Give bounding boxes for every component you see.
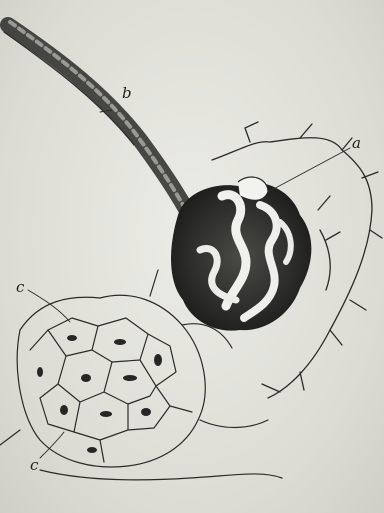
label-c-top: c bbox=[16, 280, 24, 295]
duct bbox=[4, 22, 200, 235]
label-a: a bbox=[352, 136, 361, 151]
label-b: b bbox=[122, 86, 132, 101]
label-c-bottom: c bbox=[30, 458, 38, 473]
gland-cluster bbox=[171, 177, 311, 331]
